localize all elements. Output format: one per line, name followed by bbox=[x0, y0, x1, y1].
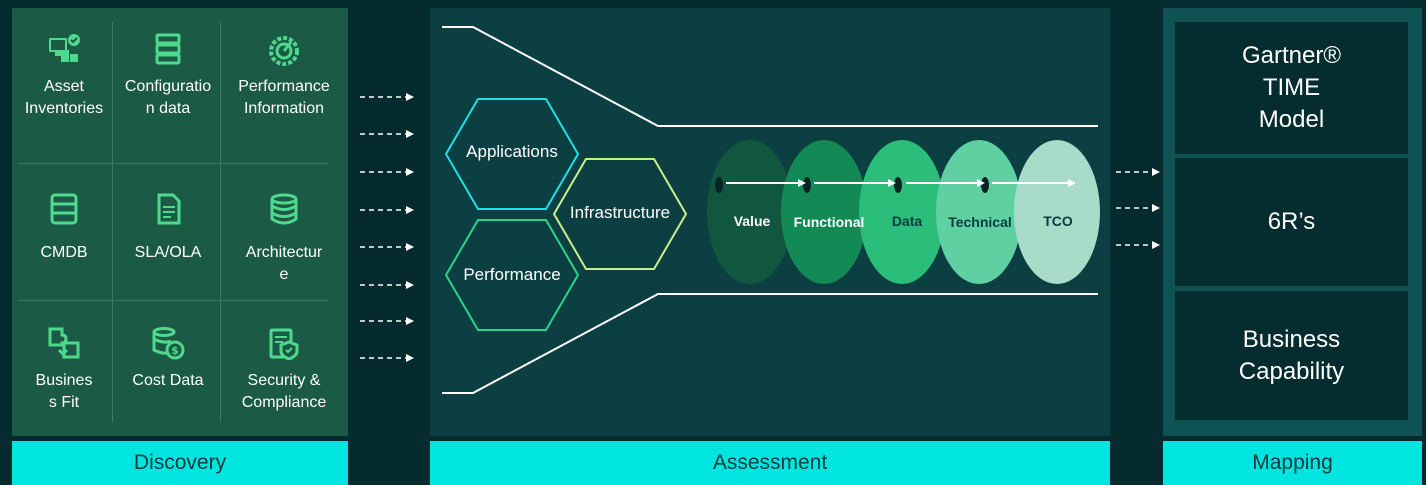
discovery-item-performance-information: Performance Information bbox=[220, 32, 348, 120]
discovery-item-label: Performance Information bbox=[238, 78, 330, 117]
discovery-item-security-compliance: Security & Compliance bbox=[220, 326, 348, 414]
mapping-tab: Mapping bbox=[1163, 441, 1422, 485]
stage-ellipse-technical bbox=[936, 140, 1022, 284]
discovery-item-configuration-data: Configuratio n data bbox=[112, 32, 224, 120]
cost-coins-icon: $ bbox=[152, 327, 185, 360]
discovery-panel: Asset Inventories Configuratio n data Pe… bbox=[12, 8, 348, 436]
hexagon-applications bbox=[444, 98, 580, 210]
mapping-box-6rs: 6R’s bbox=[1175, 158, 1408, 286]
discovery-item-business-fit: Busines s Fit bbox=[12, 326, 116, 414]
discovery-item-architecture: Architectur e bbox=[220, 192, 348, 286]
hexagon-label-performance: Performance bbox=[463, 265, 561, 284]
cmdb-icon bbox=[50, 193, 78, 225]
performance-gauge-icon bbox=[269, 36, 299, 66]
security-compliance-icon bbox=[269, 328, 299, 360]
svg-text:$: $ bbox=[171, 344, 179, 357]
stage-label-tco: TCO bbox=[1043, 213, 1073, 229]
discovery-item-label: CMDB bbox=[40, 244, 88, 261]
discovery-item-label: Busines s Fit bbox=[35, 372, 93, 411]
hexagon-infrastructure bbox=[552, 158, 688, 270]
discovery-flow-arrows bbox=[360, 93, 414, 362]
stage-ellipse-value bbox=[707, 140, 793, 284]
puzzle-icon bbox=[48, 327, 80, 359]
funnel-bottom-line bbox=[442, 293, 1098, 394]
database-icon bbox=[270, 193, 298, 225]
discovery-tab: Discovery bbox=[12, 441, 348, 485]
stage-flow-arrows bbox=[726, 179, 1076, 187]
document-icon bbox=[157, 193, 181, 225]
server-config-icon bbox=[155, 33, 181, 65]
discovery-item-label: Asset Inventories bbox=[24, 78, 104, 117]
hexagon-label-applications: Applications bbox=[466, 142, 558, 161]
funnel-top-line bbox=[442, 26, 1098, 127]
stage-ellipse-data bbox=[859, 140, 945, 284]
assessment-panel: Applications Infrastructure Performance … bbox=[430, 8, 1110, 436]
discovery-item-label: SLA/OLA bbox=[134, 244, 202, 261]
assessment-tab: Assessment bbox=[430, 441, 1110, 485]
grid-divider bbox=[220, 22, 221, 422]
hexagon-performance bbox=[444, 219, 580, 331]
discovery-item-cmdb: CMDB bbox=[12, 192, 116, 264]
stage-ellipse-tco bbox=[1014, 140, 1100, 284]
stage-label-data: Data bbox=[891, 213, 923, 229]
discovery-item-label: Security & Compliance bbox=[241, 372, 327, 411]
stage-label-value: Value bbox=[733, 213, 771, 229]
stage-ellipse-functional bbox=[781, 140, 867, 284]
grid-divider bbox=[112, 22, 113, 422]
discovery-item-label: Configuratio n data bbox=[124, 78, 212, 117]
stage-label-functional: Functional bbox=[793, 214, 865, 230]
mapping-box-business-capability: Business Capability bbox=[1175, 291, 1408, 420]
discovery-item-asset-inventories: Asset Inventories bbox=[12, 32, 116, 120]
discovery-item-sla-ola: SLA/OLA bbox=[112, 192, 224, 264]
asset-inventory-icon bbox=[49, 34, 80, 62]
assessment-flow-arrows bbox=[1116, 168, 1160, 249]
hexagon-label-infrastructure: Infrastructure bbox=[569, 203, 671, 222]
discovery-item-cost-data: $ Cost Data bbox=[112, 326, 224, 392]
assessment-diagram bbox=[442, 26, 1100, 394]
grid-divider bbox=[18, 300, 328, 301]
discovery-item-label: Architectur e bbox=[245, 244, 323, 283]
grid-divider bbox=[18, 163, 328, 164]
discovery-item-label: Cost Data bbox=[132, 372, 204, 389]
stage-label-technical: Technical bbox=[948, 214, 1012, 230]
mapping-box-gartner-time-model: Gartner® TIME Model bbox=[1175, 22, 1408, 154]
mapping-panel: Gartner® TIME Model 6R’s Business Capabi… bbox=[1163, 8, 1422, 436]
